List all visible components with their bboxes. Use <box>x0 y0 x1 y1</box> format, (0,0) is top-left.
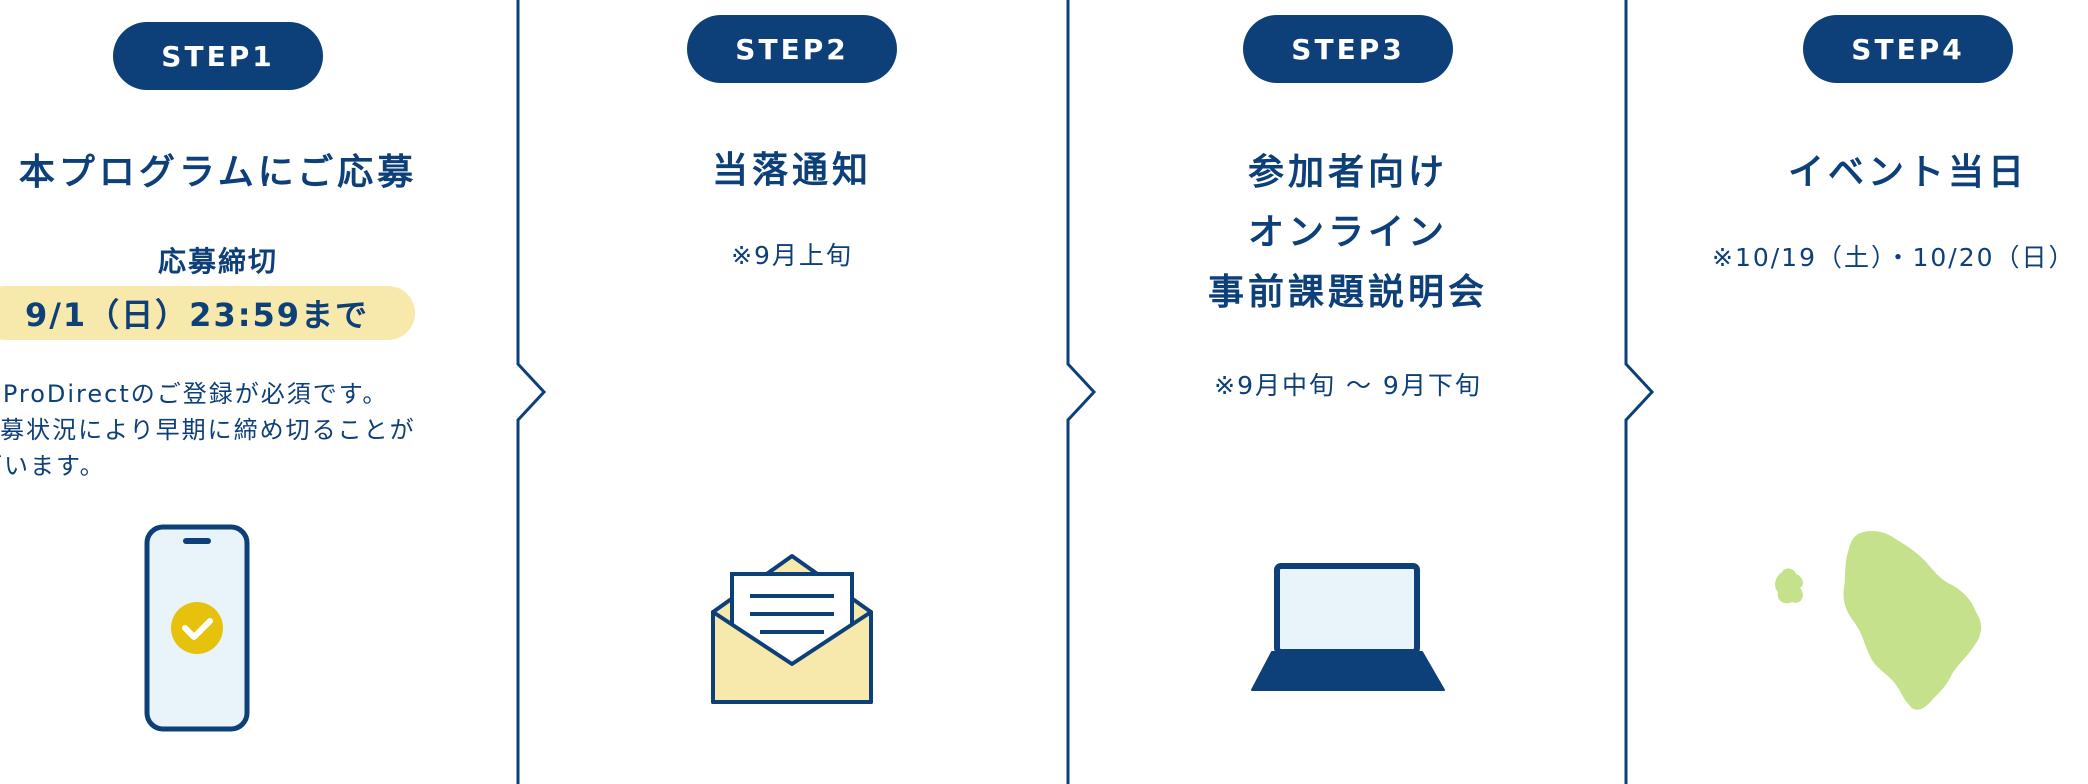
step-title: 参加者向け <box>1247 152 1448 193</box>
step-title: 本プログラムにご応募 <box>18 152 418 193</box>
divider-1 <box>516 0 547 784</box>
smartphone-check-icon <box>144 524 250 732</box>
note-line: ございます。 <box>0 452 106 480</box>
step-note: ※10/19（土）・10/20（日） <box>1712 243 2076 272</box>
note-line: ※応募状況により早期に締め切ることが <box>0 416 416 444</box>
envelope-letter-icon <box>711 554 873 704</box>
step-badge: STEP2 <box>687 15 897 83</box>
divider-3 <box>1624 0 1655 784</box>
deadline-heading: 応募締切 <box>157 245 278 278</box>
step-notes: ※HiProDirectのご登録が必須です。 ※応募状況により早期に締め切ること… <box>0 376 452 484</box>
step-2: STEP2 当落通知 ※9月上旬 <box>532 0 1052 784</box>
step-badge: STEP3 <box>1243 15 1453 83</box>
step-title: オンライン <box>1247 212 1448 253</box>
deadline-pill: 9/1（日）23:59まで <box>0 286 415 340</box>
step-badge: STEP4 <box>1803 15 2013 83</box>
step-1: STEP1 本プログラムにご応募 応募締切 9/1（日）23:59まで ※HiP… <box>0 0 478 784</box>
laptop-icon <box>1251 563 1445 691</box>
step-4: STEP4 イベント当日 ※10/19（土）・10/20（日） <box>1648 0 2088 784</box>
island-map-icon <box>1775 531 1982 710</box>
note-line: ※HiProDirectのご登録が必須です。 <box>0 380 389 408</box>
divider-2 <box>1066 0 1097 784</box>
step-note: ※9月中旬 〜 9月下旬 <box>1214 371 1482 400</box>
step-title: 事前課題説明会 <box>1207 272 1488 313</box>
step-note: ※9月上旬 <box>731 241 853 270</box>
step-3: STEP3 参加者向け オンライン 事前課題説明会 ※9月中旬 〜 9月下旬 <box>1088 0 1608 784</box>
step-badge: STEP1 <box>113 22 323 90</box>
step-title: 当落通知 <box>711 150 872 191</box>
step-title: イベント当日 <box>1787 152 2028 193</box>
